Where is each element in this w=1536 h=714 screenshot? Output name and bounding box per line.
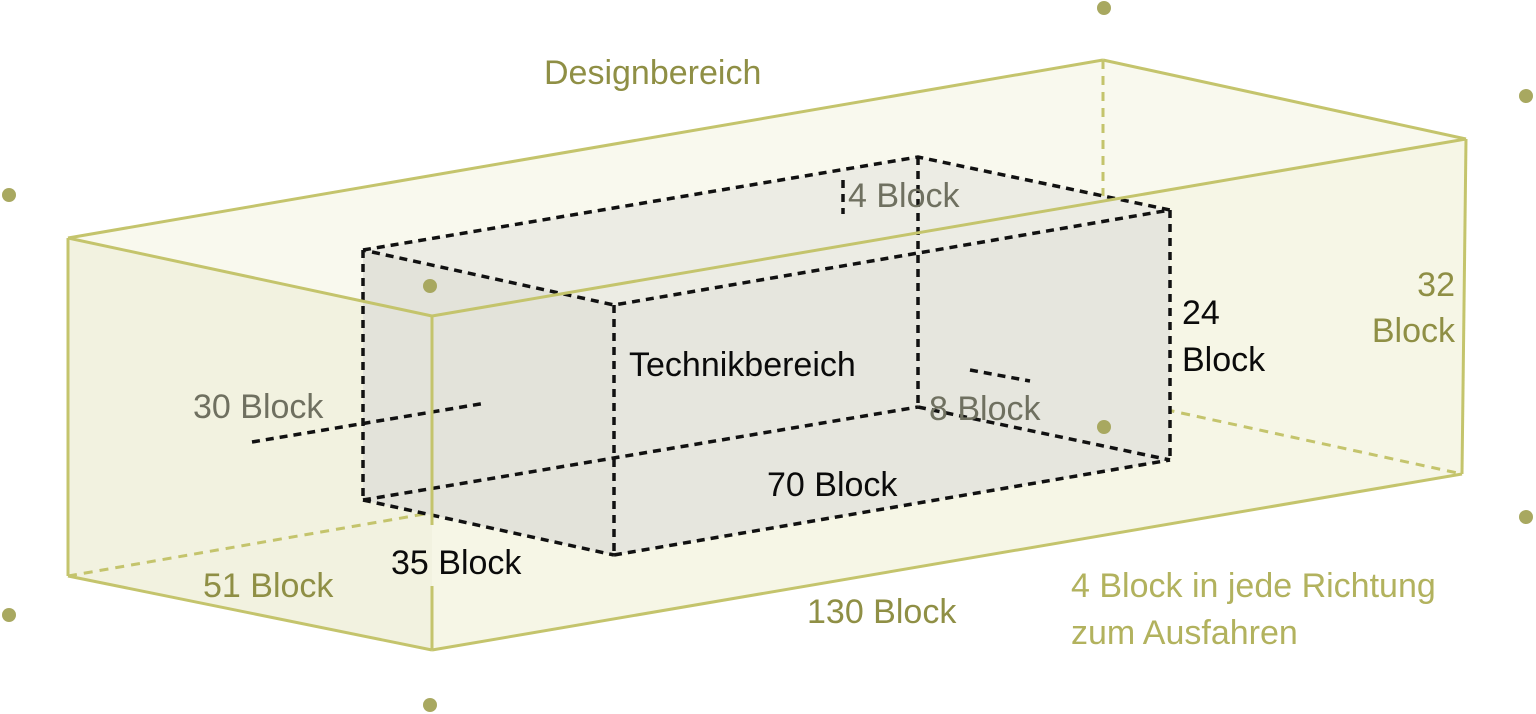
outer-height-number: 32: [1417, 266, 1455, 304]
extension-note-line2: zum Ausfahren: [1071, 614, 1298, 652]
outer-height-unit: Block: [1372, 312, 1456, 350]
inner-height-number: 24: [1182, 294, 1220, 332]
inner-edge-bottom-front: [362, 498, 615, 557]
offset-top-label: 4 Block: [848, 177, 960, 215]
inner-front-face: [363, 250, 614, 555]
dot-bottom: [423, 698, 437, 712]
extension-note-line1: 4 Block in jede Richtung: [1071, 567, 1436, 605]
inner-length-label: 70 Block: [767, 466, 898, 504]
outer-length-label: 130 Block: [807, 593, 957, 631]
dot-right: [1519, 510, 1533, 524]
outer-depth-label: 51 Block: [203, 567, 334, 605]
inner-edge-bottom-side: [917, 405, 1171, 462]
dot-left: [2, 188, 16, 202]
inner-top-face: [363, 157, 1170, 305]
inner-height-unit: Block: [1182, 341, 1266, 379]
dot-top: [1097, 1, 1111, 15]
offset-right-label: 8 Block: [929, 390, 1041, 428]
inner-depth-label: 35 Block: [391, 544, 522, 582]
offset-right-dash: [969, 368, 1031, 383]
dot-bottom-left: [2, 608, 16, 622]
outer-left-face: [68, 238, 432, 650]
tech-area-label: Technikbereich: [629, 346, 856, 384]
dot-inner-right: [1097, 420, 1111, 434]
design-area-label: Designbereich: [544, 54, 761, 92]
dot-inner-left: [423, 279, 437, 293]
inner-edge-bottom-back: [362, 405, 919, 502]
offset-left-dash: [251, 401, 487, 444]
inner-right-face: [614, 210, 1170, 555]
inner-edge-bottom-right: [613, 458, 1171, 557]
offset-left-label: 30 Block: [193, 388, 324, 426]
dot-top-right: [1519, 89, 1533, 103]
outer-visible-edges: [66, 58, 1468, 652]
tech-area-box: [251, 155, 1172, 557]
outer-hidden-right-bottom: [1102, 394, 1463, 476]
